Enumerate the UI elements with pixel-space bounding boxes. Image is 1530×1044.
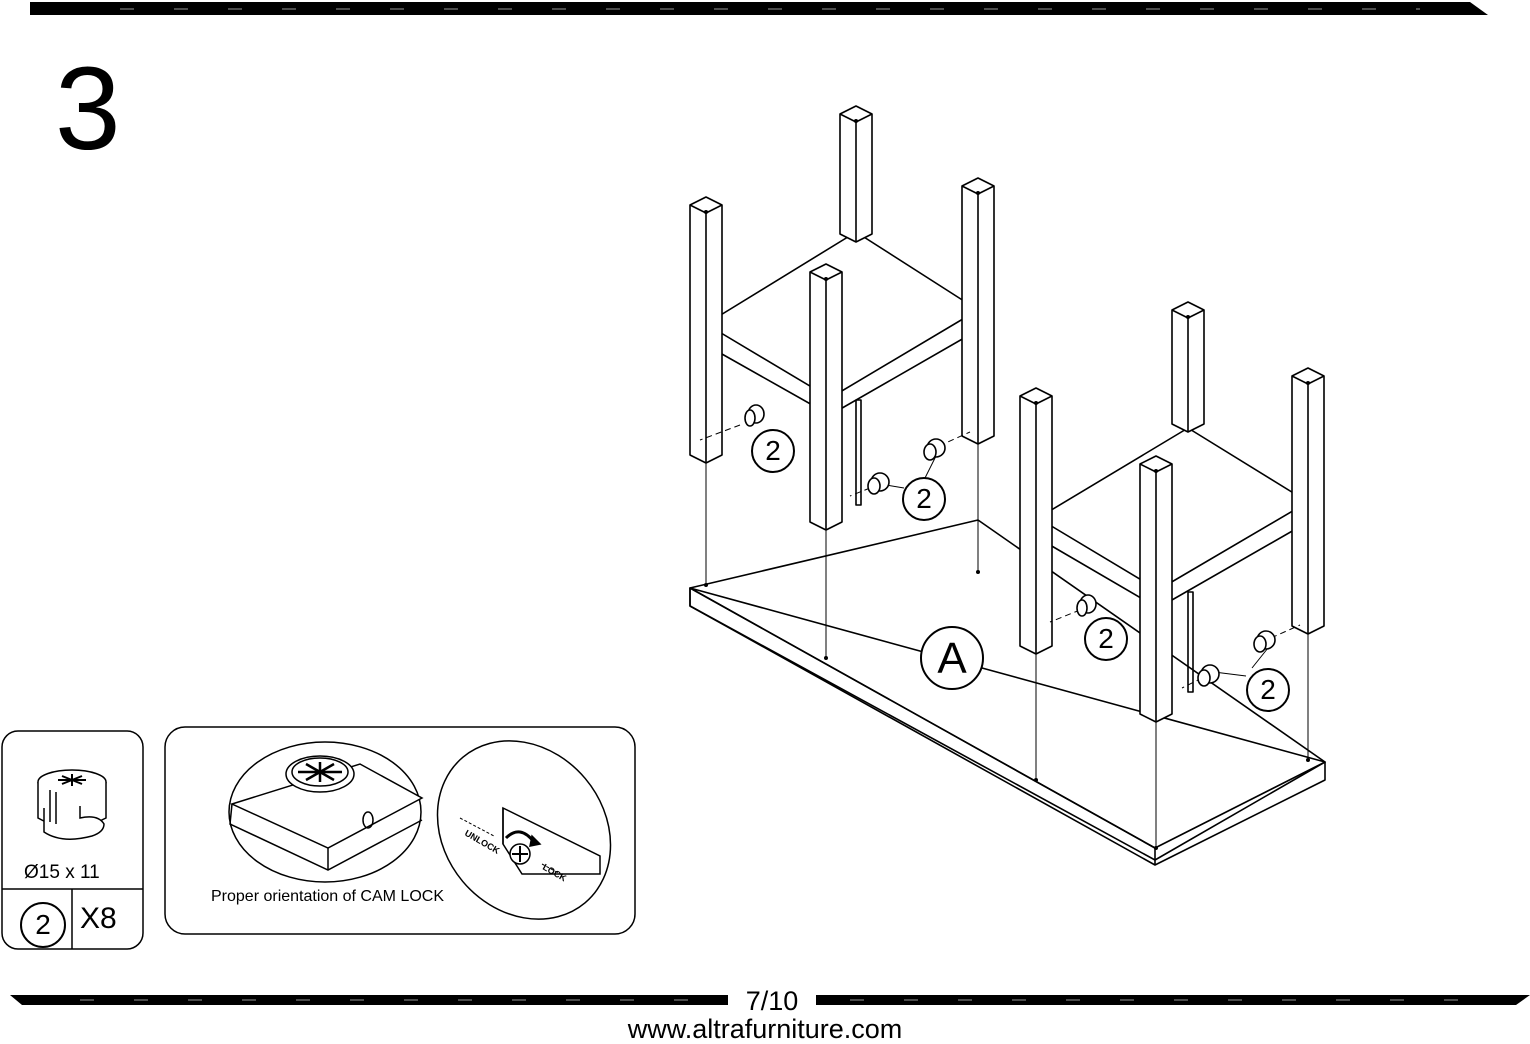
detail-caption: Proper orientation of CAM LOCK — [211, 888, 444, 905]
callout-part-2: 2 — [751, 429, 795, 473]
right-frame — [1019, 301, 1325, 723]
hardware-part-id: 2 — [20, 902, 66, 948]
callout-part-2: 2 — [902, 477, 946, 521]
callout-part-2: 2 — [1246, 668, 1290, 712]
step-number: 3 — [55, 43, 121, 175]
website-url: www.altrafurniture.com — [627, 1014, 903, 1044]
callout-part-2: 2 — [1084, 617, 1128, 661]
cam-lock-parts — [744, 404, 1276, 687]
guide-lines — [699, 424, 1309, 848]
page-number: 7/10 — [745, 986, 799, 1016]
base-panel-a — [689, 519, 1326, 866]
footer-banner — [10, 995, 1530, 1005]
panel-label-a: A — [920, 626, 984, 690]
cam-lock-icon — [37, 769, 107, 840]
top-banner — [30, 2, 1488, 15]
hardware-size: Ø15 x 11 — [24, 862, 100, 883]
left-frame — [689, 105, 995, 531]
cam-lock-detail-box — [164, 726, 636, 935]
hardware-box — [1, 730, 144, 950]
hardware-quantity: X8 — [80, 902, 117, 935]
